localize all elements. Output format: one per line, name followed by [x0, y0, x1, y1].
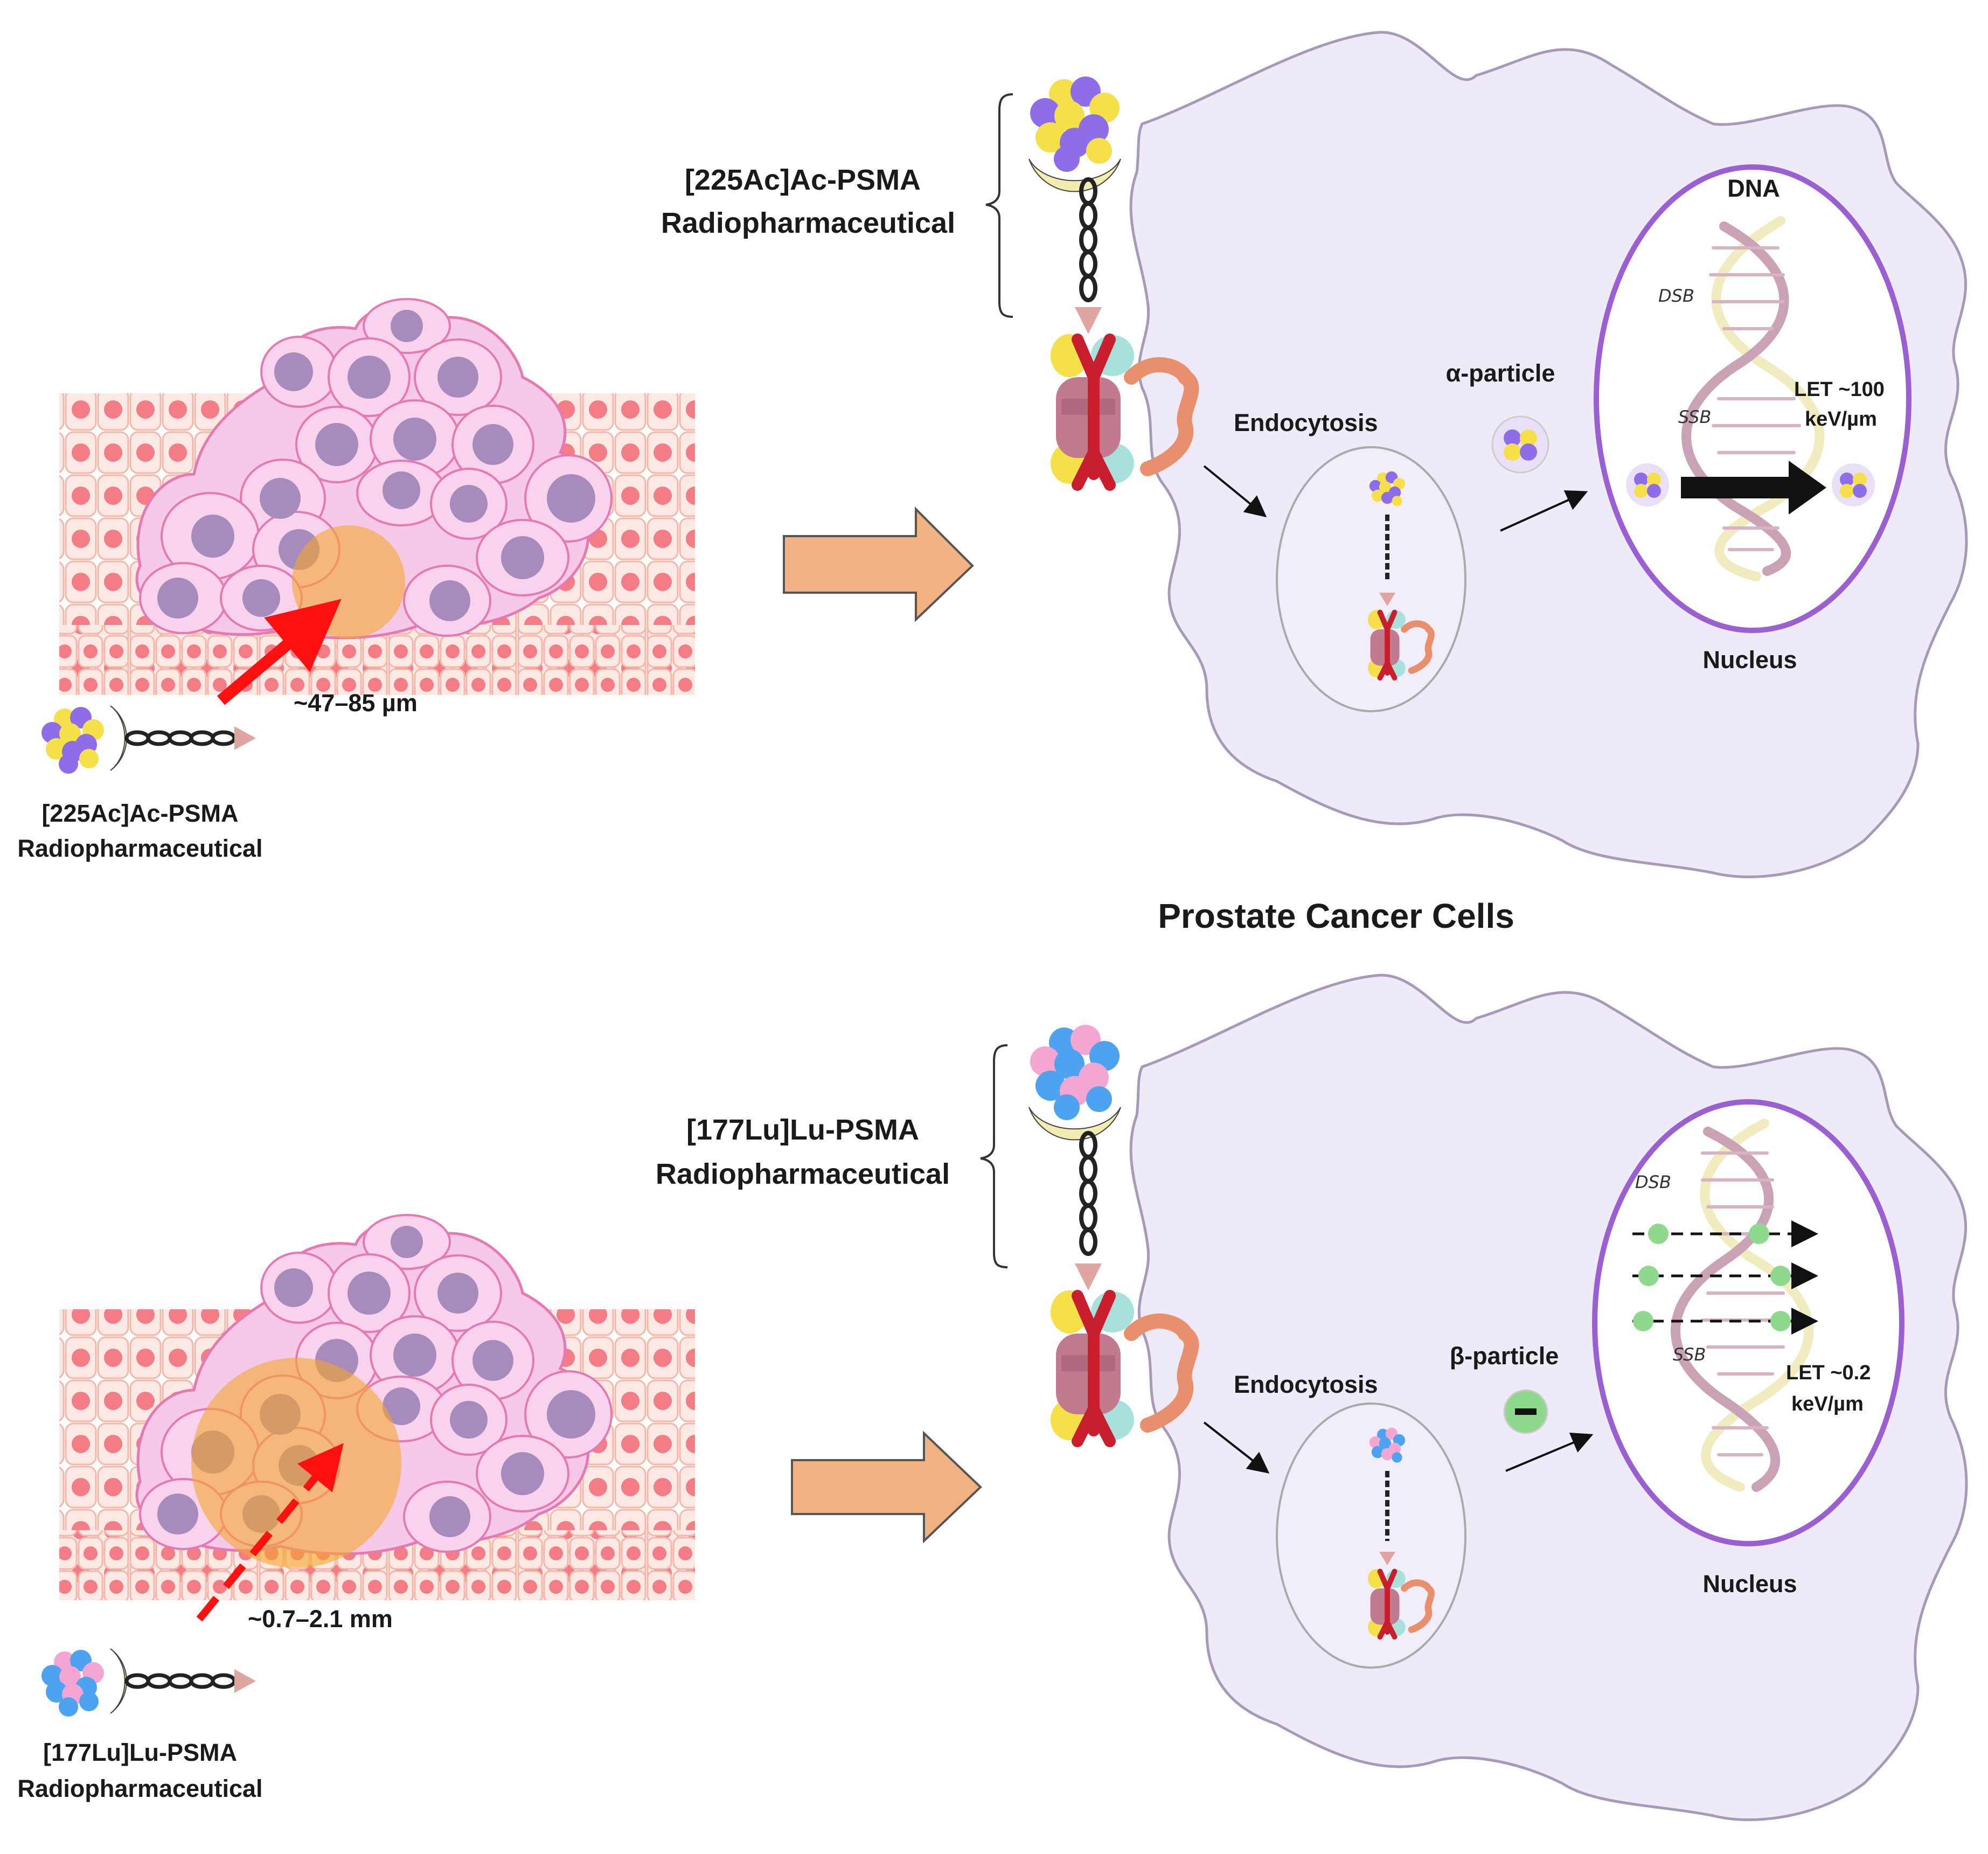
- dna-label: DNA: [1727, 175, 1780, 202]
- bracket-bottom: [980, 1044, 1008, 1268]
- beta-tracks: [1632, 1220, 1818, 1335]
- alpha-track-icon: [1626, 461, 1875, 515]
- beta-particle-label: β-particle: [1450, 1342, 1559, 1370]
- nucleus-arrow-top: [1500, 490, 1588, 532]
- chain-linker-icon: [124, 730, 237, 746]
- tissue-radiopharm-label-top-1: [225Ac]Ac-PSMA: [41, 800, 238, 827]
- endocytosis-label-top: Endocytosis: [1234, 409, 1378, 436]
- beta-range-label: ~0.7–2.1 mm: [248, 1605, 393, 1633]
- alpha-range-arrow: [217, 599, 342, 705]
- tumor-cell-cluster: [135, 298, 613, 640]
- block-arrow-top: [783, 506, 974, 622]
- psma-receptor-bottom: [1051, 1290, 1199, 1447]
- alpha-particle-label: α-particle: [1446, 359, 1555, 387]
- beta-particle-icon: [1503, 1389, 1548, 1434]
- nucleus-label-bottom: Nucleus: [1702, 1570, 1797, 1598]
- lu-psma-molecule-icon-small: [41, 1648, 256, 1717]
- let-label-bottom-2: keV/µm: [1791, 1393, 1864, 1415]
- lu-isotope-icon: [41, 1650, 104, 1717]
- let-label-top-2: keV/µm: [1805, 408, 1877, 430]
- ac-isotope-icon: [41, 707, 104, 774]
- radiopharm-label-top-1: [225Ac]Ac-PSMA: [685, 164, 921, 196]
- lu-psma-molecule-icon: [1028, 1025, 1121, 1141]
- radiopharm-label-top-2: Radiopharmaceutical: [661, 207, 955, 239]
- endocytosis-arrow-top: [1203, 465, 1267, 518]
- nucleus-arrow-bottom: [1505, 1432, 1594, 1472]
- tissue-section-bottom: ~0.7–2.1 mm: [59, 1214, 695, 1633]
- tissue-radiopharm-label-bottom-1: [177Lu]Lu-PSMA: [43, 1739, 237, 1766]
- ssb-label-bottom: SSB: [1673, 1344, 1706, 1365]
- let-label-bottom-1: LET ~0.2: [1786, 1362, 1871, 1384]
- beta-range-arrow: [196, 1443, 344, 1622]
- dsb-label-top: DSB: [1658, 286, 1694, 306]
- tissue-radiopharm-label-top-2: Radiopharmaceutical: [17, 835, 262, 862]
- dna-helix-top: [1681, 216, 1825, 581]
- endocytosis-arrow-bottom: [1203, 1421, 1270, 1474]
- chain-linker-icon: [124, 1673, 237, 1689]
- radiopharm-label-bottom-1: [177Lu]Lu-PSMA: [686, 1114, 919, 1146]
- endosome-vesicle-top: [1276, 446, 1466, 712]
- nucleus-label-top: Nucleus: [1702, 646, 1797, 673]
- ac-psma-molecule-icon: [1028, 77, 1121, 192]
- ssb-label-top: SSB: [1678, 407, 1711, 427]
- alpha-range-label: ~47–85 µm: [294, 689, 418, 717]
- beta-range-area: [191, 1358, 401, 1568]
- chain-linker-bottom: [1079, 1131, 1097, 1256]
- endocytosis-label-bottom: Endocytosis: [1234, 1371, 1378, 1398]
- ac-psma-molecule-icon-small: [41, 705, 256, 774]
- alpha-particle-icon: [1491, 415, 1549, 474]
- dsb-label-bottom: DSB: [1635, 1172, 1671, 1192]
- chain-linker-top: [1079, 177, 1097, 302]
- top-panel: ~47–85 µm: [17, 31, 1968, 878]
- tissue-radiopharm-label-bottom-2: Radiopharmaceutical: [17, 1775, 262, 1802]
- nucleus-bottom: [1592, 1099, 1904, 1546]
- psma-receptor-top: [1051, 334, 1199, 491]
- let-label-top-1: LET ~100: [1794, 378, 1885, 401]
- block-arrow-bottom: [791, 1431, 982, 1544]
- bottom-panel: ~0.7–2.1 mm [177Lu]Lu-PSMA Radiopharmace…: [17, 974, 1968, 1821]
- endosome-vesicle-bottom: [1276, 1402, 1466, 1669]
- bracket-top: [985, 93, 1013, 318]
- tissue-section-top: ~47–85 µm: [59, 298, 695, 717]
- page-title: Prostate Cancer Cells: [1158, 897, 1514, 935]
- radiopharm-label-bottom-2: Radiopharmaceutical: [656, 1158, 950, 1190]
